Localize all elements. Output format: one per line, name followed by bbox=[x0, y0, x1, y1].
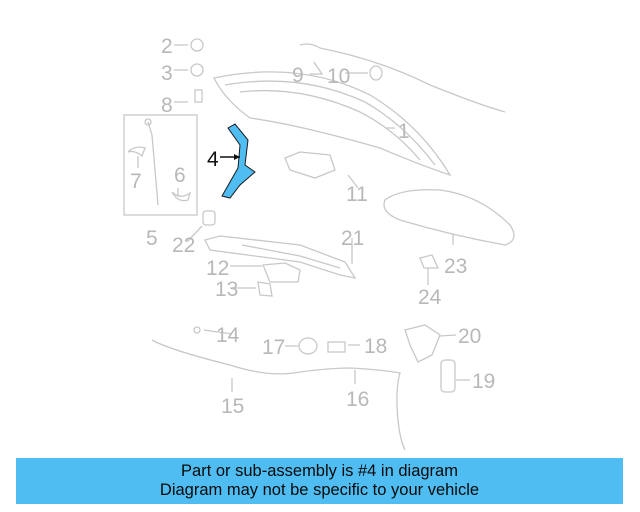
callout-12: 12 bbox=[206, 257, 230, 280]
callout-13: 13 bbox=[215, 278, 239, 301]
part-info-banner: Part or sub-assembly is #4 in diagram Di… bbox=[16, 458, 623, 504]
release-cable bbox=[151, 339, 406, 450]
parts-diagram: 1 2 3 4 5 6 7 8 9 10 11 12 13 14 15 16 1… bbox=[123, 35, 515, 450]
callout-20: 20 bbox=[458, 325, 482, 348]
callout-16: 16 bbox=[346, 388, 370, 411]
banner-part-number-text: Part or sub-assembly is #4 in diagram bbox=[181, 462, 458, 480]
callout-14: 14 bbox=[216, 324, 240, 347]
diagram-illustration bbox=[123, 38, 515, 450]
callout-18: 18 bbox=[364, 335, 388, 358]
callout-23: 23 bbox=[444, 255, 468, 278]
callout-1: 1 bbox=[398, 120, 410, 143]
banner-disclaimer-text: Diagram may not be specific to your vehi… bbox=[159, 481, 480, 499]
hood-insulator bbox=[383, 189, 515, 246]
callout-17: 17 bbox=[262, 336, 286, 359]
callout-22: 22 bbox=[172, 234, 196, 257]
callout-9: 9 bbox=[292, 64, 304, 87]
callout-10: 10 bbox=[327, 65, 351, 88]
callout-15: 15 bbox=[221, 395, 245, 418]
callout-4-highlighted: 4 bbox=[207, 148, 219, 171]
hood-latch bbox=[284, 151, 336, 179]
callout-3: 3 bbox=[161, 62, 173, 85]
callout-24: 24 bbox=[418, 286, 442, 309]
callout-2: 2 bbox=[161, 35, 173, 58]
callout-6: 6 bbox=[174, 164, 186, 187]
callout-8: 8 bbox=[161, 94, 173, 117]
callout-19: 19 bbox=[472, 370, 496, 393]
callout-21: 21 bbox=[341, 227, 365, 250]
weatherstrip bbox=[299, 43, 506, 113]
callout-5: 5 bbox=[146, 227, 158, 250]
callout-11: 11 bbox=[346, 183, 368, 206]
hood-panel bbox=[213, 71, 452, 177]
callout-7: 7 bbox=[130, 170, 142, 193]
hood-hinge-highlighted bbox=[221, 123, 256, 199]
